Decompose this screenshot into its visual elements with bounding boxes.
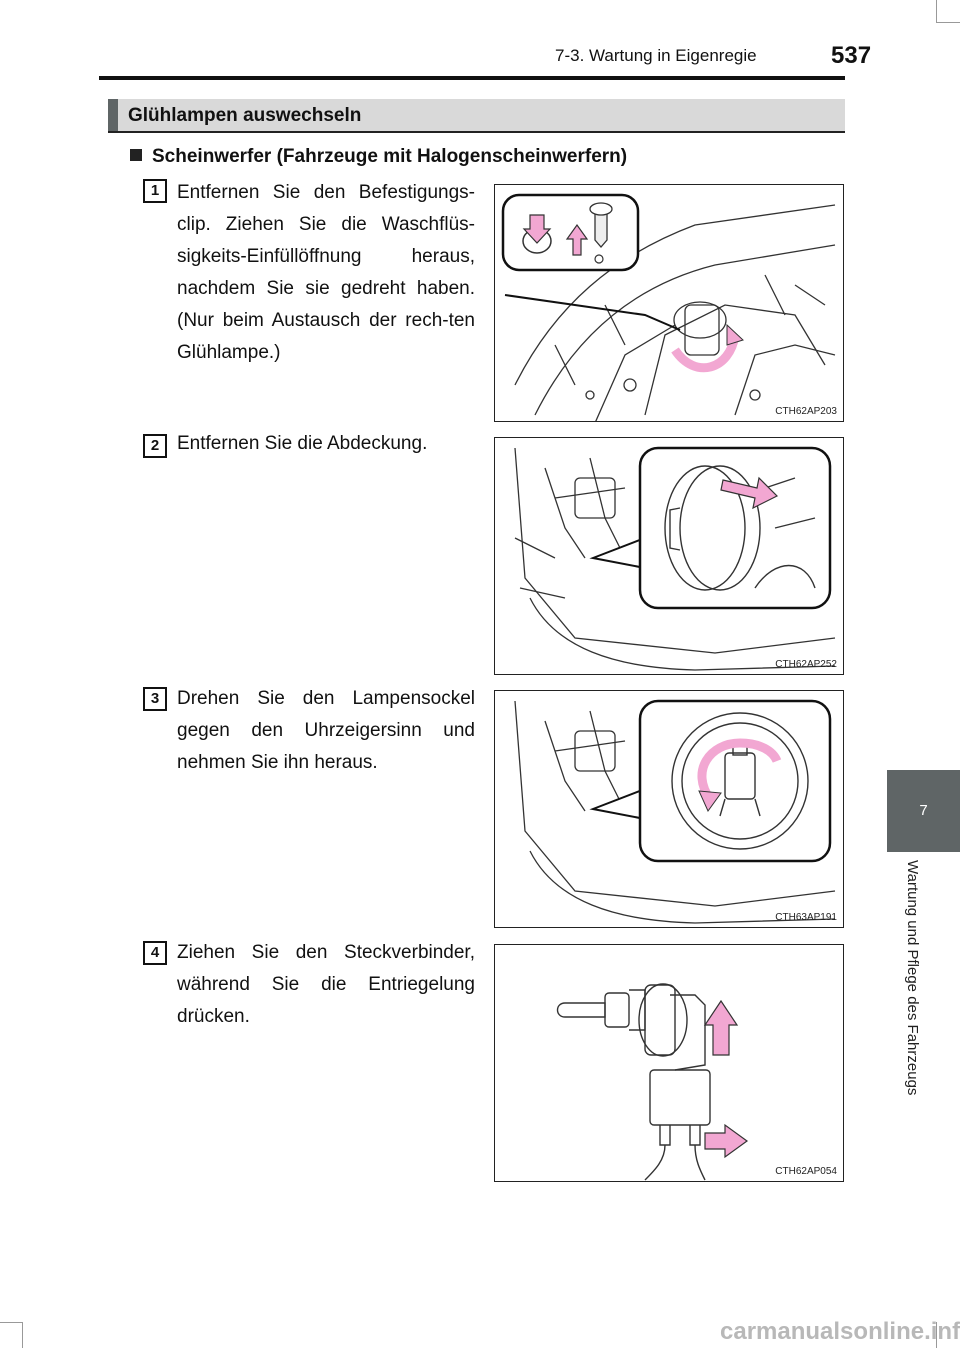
chapter-number: 7 bbox=[919, 802, 928, 819]
engine-clip-illustration bbox=[501, 193, 836, 421]
running-header: 7-3. Wartung in Eigenregie bbox=[555, 46, 757, 65]
figure-code: CTH62AP252 bbox=[775, 659, 837, 670]
section-accent-bar bbox=[108, 99, 118, 131]
watermark: carmanualsonline.info bbox=[720, 1318, 960, 1345]
crop-mark bbox=[936, 22, 960, 23]
header-rule bbox=[99, 76, 845, 80]
figure-code: CTH62AP054 bbox=[775, 1166, 837, 1177]
section-title-box: Glühlampen auswechseln bbox=[108, 99, 845, 133]
step-2-badge: 2 bbox=[143, 434, 167, 458]
subheading: Scheinwerfer (Fahrzeuge mit Halogenschei… bbox=[130, 146, 627, 168]
chapter-label: Wartung und Pflege des Fahrzeugs bbox=[904, 860, 921, 1096]
step-4-text: Ziehen Sie den Steckverbinder, während S… bbox=[177, 942, 475, 1027]
step-4-badge: 4 bbox=[143, 941, 167, 965]
figure-code: CTH63AP191 bbox=[775, 912, 837, 923]
subheading-text: Scheinwerfer (Fahrzeuge mit Halogenschei… bbox=[152, 146, 628, 167]
crop-mark bbox=[0, 1322, 22, 1323]
square-bullet-icon bbox=[130, 149, 142, 161]
step-1-text: Entfernen Sie den Befestigungs-clip. Zie… bbox=[177, 182, 475, 363]
connector-illustration bbox=[556, 983, 749, 1181]
figure-step-1: CTH62AP203 bbox=[494, 184, 844, 422]
step-3-text: Drehen Sie den Lampensockel gegen den Uh… bbox=[177, 688, 475, 773]
figure-step-3: CTH63AP191 bbox=[494, 690, 844, 928]
lamp-socket-illustration bbox=[514, 699, 836, 924]
crop-mark bbox=[936, 1322, 937, 1348]
chapter-tab: 7 bbox=[887, 770, 960, 852]
page-number: 537 bbox=[831, 42, 872, 69]
figure-step-2: CTH62AP252 bbox=[494, 437, 844, 675]
step-2-text: Entfernen Sie die Abdeckung. bbox=[177, 433, 428, 454]
section-title: Glühlampen auswechseln bbox=[128, 105, 362, 126]
step-3-badge: 3 bbox=[143, 687, 167, 711]
crop-mark bbox=[22, 1322, 23, 1348]
figure-code: CTH62AP203 bbox=[775, 406, 837, 417]
figure-step-4: CTH62AP054 bbox=[494, 944, 844, 1182]
step-1-badge: 1 bbox=[143, 179, 167, 203]
headlamp-cover-illustration bbox=[514, 446, 836, 671]
crop-mark bbox=[936, 0, 937, 22]
